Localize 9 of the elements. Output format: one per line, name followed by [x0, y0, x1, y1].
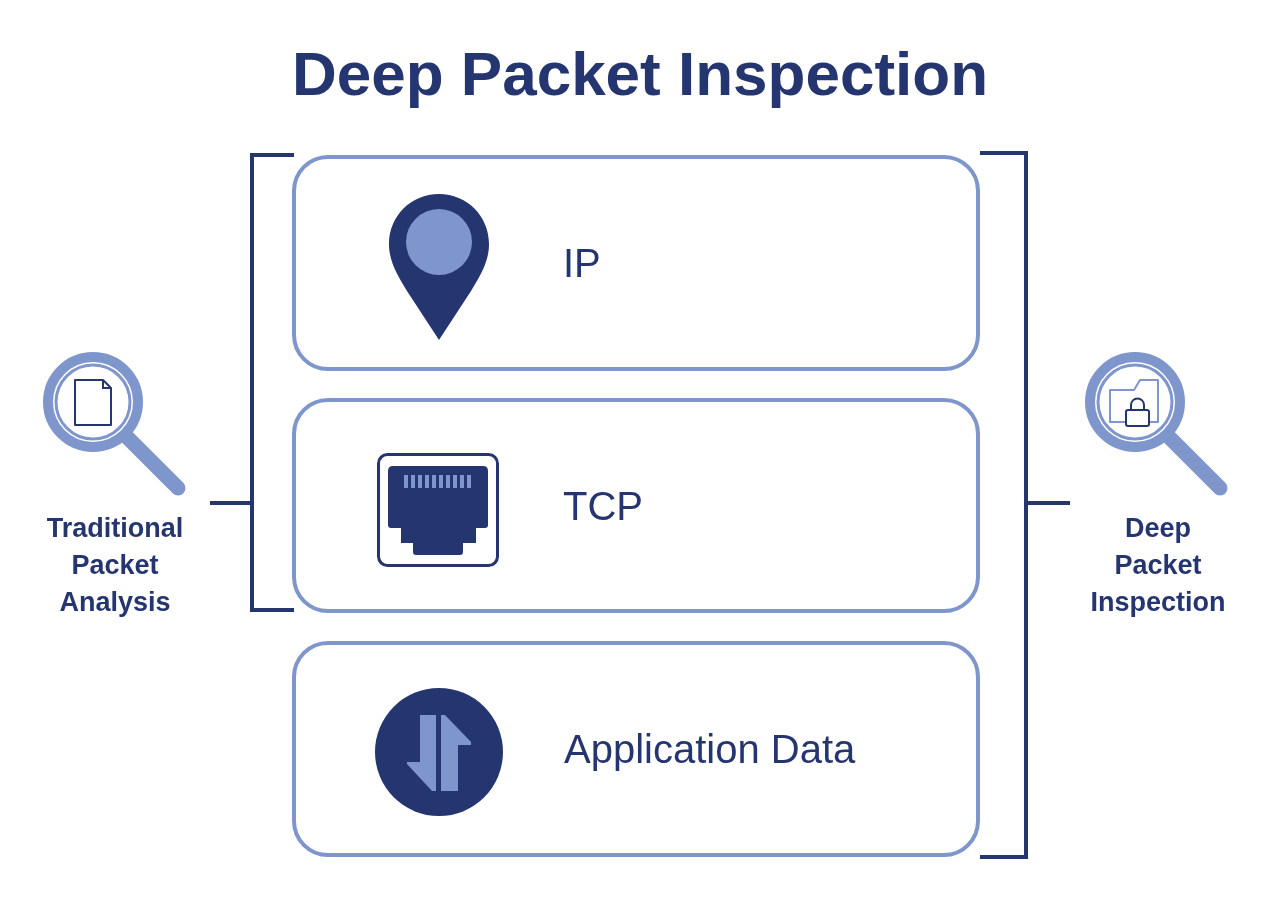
layer-label: Application Data	[564, 726, 856, 773]
layer-box	[292, 155, 980, 371]
layer-box	[292, 641, 980, 857]
title: Deep Packet Inspection	[291, 38, 989, 110]
layer-label: IP	[563, 240, 601, 287]
layer-label: TCP	[563, 482, 643, 530]
side-caption: Deep Packet Inspection	[1090, 512, 1226, 619]
layer-box	[292, 398, 980, 613]
side-caption: Traditional Packet Analysis	[46, 512, 184, 619]
